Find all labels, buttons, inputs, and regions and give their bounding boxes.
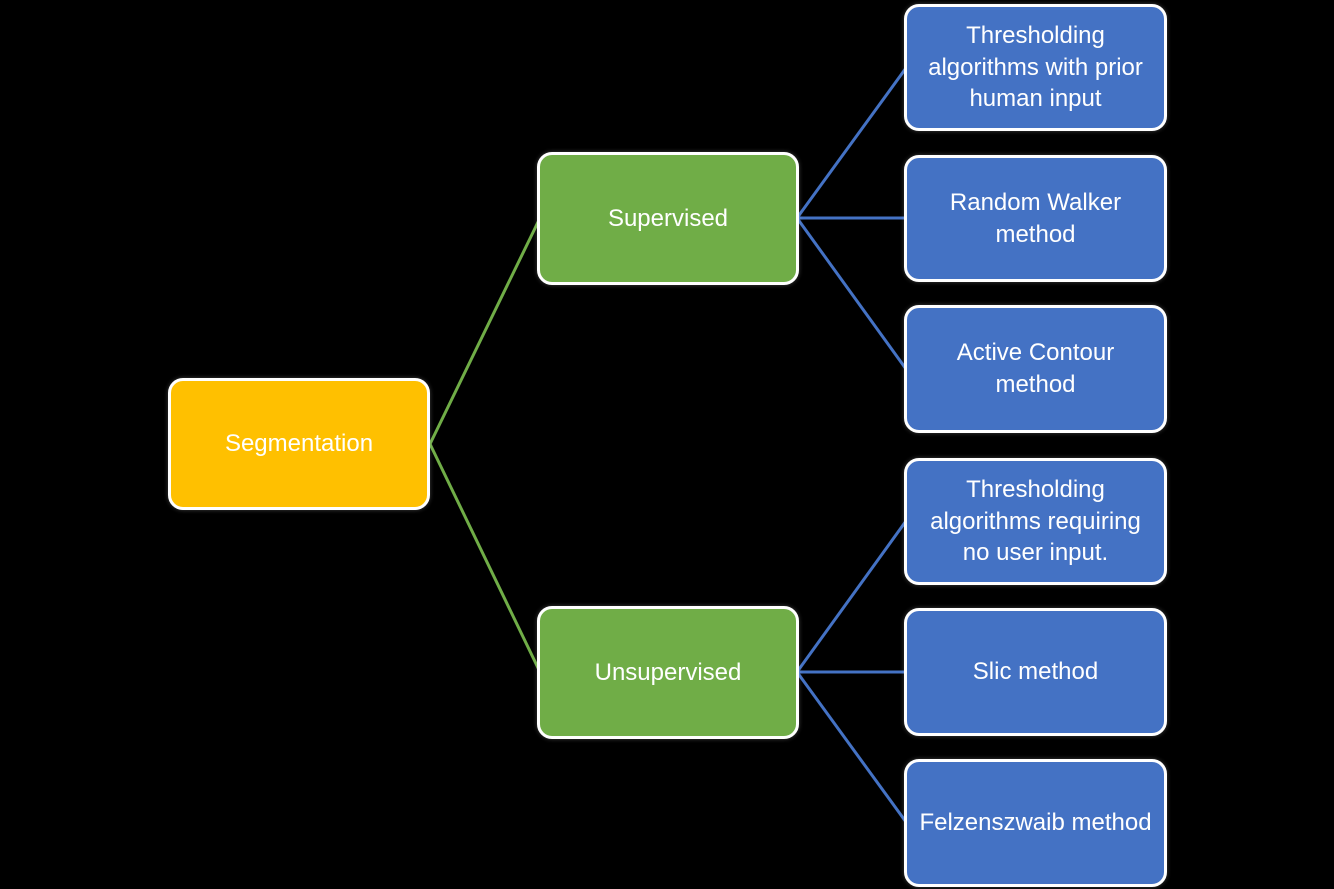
node-active-contour-method: Active Contour method <box>904 305 1167 433</box>
node-thresholding-prior-human-input: Thresholding algorithms with prior human… <box>904 4 1167 131</box>
node-label: Segmentation <box>224 430 374 458</box>
connector-root-unsupervised <box>428 443 542 673</box>
node-slic-method: Slic method <box>904 608 1167 736</box>
node-label: Active Contour method <box>956 339 1115 398</box>
node-label: Felzenszwaib method <box>919 809 1152 837</box>
node-label: Random Walker method <box>949 188 1122 248</box>
node-label: Thresholding algorithms with prior human… <box>928 21 1143 113</box>
node-random-walker-method: Random Walker method <box>904 155 1167 282</box>
connector-supervised-leaf3 <box>795 217 908 370</box>
connector-unsupervised-leaf3 <box>795 671 908 823</box>
node-label: Unsupervised <box>594 658 742 686</box>
node-segmentation: Segmentation <box>168 378 430 510</box>
node-felzenszwaib-method: Felzenszwaib method <box>904 759 1167 887</box>
node-label: Slic method <box>972 658 1099 686</box>
node-thresholding-no-user-input: Thresholding algorithms requiring no use… <box>904 458 1167 585</box>
connector-root-supervised <box>428 217 542 445</box>
connector-supervised-leaf1 <box>795 67 908 219</box>
connector-unsupervised-leaf1 <box>795 520 908 673</box>
node-supervised: Supervised <box>537 152 799 285</box>
node-label: Thresholding algorithms requiring no use… <box>930 475 1141 567</box>
node-unsupervised: Unsupervised <box>537 606 799 739</box>
node-label: Supervised <box>607 204 729 232</box>
